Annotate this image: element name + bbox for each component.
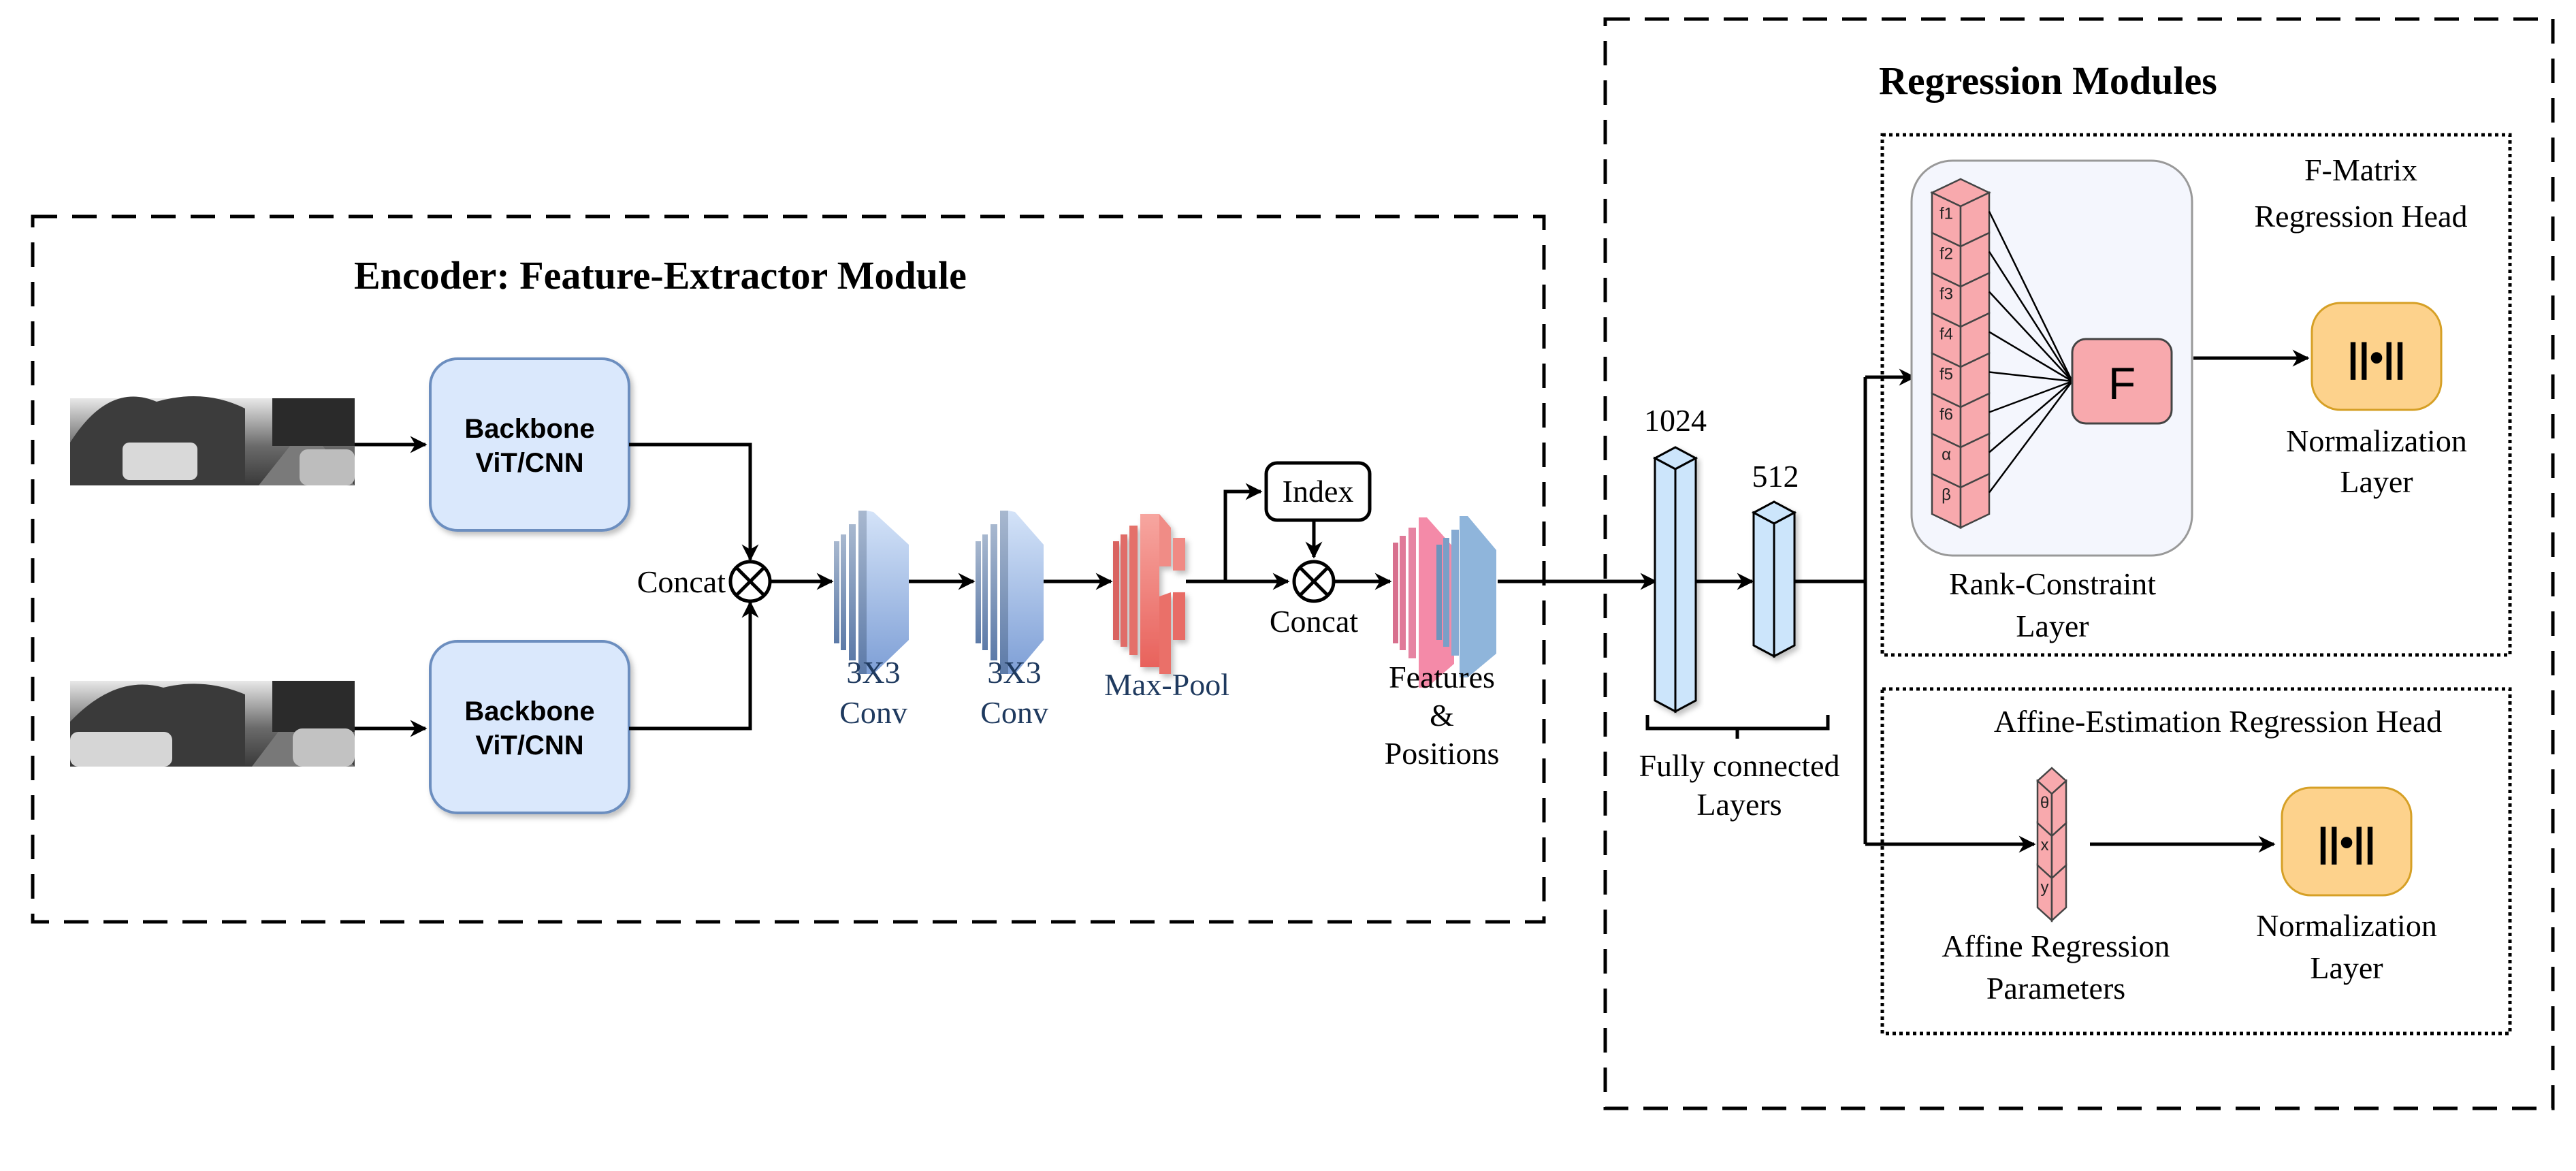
concat-2-label: Concat <box>1270 604 1359 639</box>
backbone-block-1: Backbone ViT/CNN <box>429 357 630 532</box>
features-label-line2: & <box>1430 698 1454 733</box>
fc-1024-label: 1024 <box>1644 403 1707 438</box>
affine-title: Affine-Estimation Regression Head <box>1994 704 2442 739</box>
index-box <box>1264 461 1372 522</box>
index-label: Index <box>1283 474 1354 509</box>
input-image-frame-1 <box>70 396 355 485</box>
param-cell: f4 <box>1931 312 1991 368</box>
fmatrix-param-stack: f1 f2 f3 f4 f5 f6 α β <box>1930 178 1991 529</box>
param-cell: x <box>2036 821 2067 880</box>
conv-block-2 <box>976 511 1044 674</box>
param-label: β <box>1942 486 1951 504</box>
param-label: f2 <box>1939 245 1953 263</box>
param-cell: θ <box>2036 779 2067 838</box>
param-cell: β <box>1931 472 1991 529</box>
fmatrix-title-line2: Regression Head <box>2255 199 2468 234</box>
norm-1-caption-line2: Layer <box>2340 464 2413 499</box>
param-label: f1 <box>1939 205 1953 223</box>
arrow-backbone2-to-concat <box>629 600 759 731</box>
fan-line <box>1989 371 2073 383</box>
fc-caption-line2: Layers <box>1696 787 1782 822</box>
param-cell: f2 <box>1931 231 1991 288</box>
encoder-dashed-border <box>31 214 1546 924</box>
norm-2-caption-line2: Layer <box>2310 950 2383 985</box>
affine-param-stack: θ x y <box>2036 767 2067 923</box>
affine-regression-head: Affine-Estimation Regression Head θ x y ||… <box>1880 687 2512 1036</box>
conv-1-label-line2: Conv <box>839 695 907 730</box>
affine-dotted-border <box>1880 687 2512 1036</box>
param-label: f3 <box>1939 285 1953 304</box>
fc-layer-1024 <box>1652 446 1698 713</box>
param-label: f6 <box>1939 406 1953 424</box>
affine-caption-line2: Parameters <box>1986 971 2125 1006</box>
fmatrix-title-line1: F-Matrix <box>2304 153 2417 187</box>
regression-modules: Regression Modules F-Matrix Regression H… <box>1603 17 2555 1110</box>
regression-title: Regression Modules <box>1879 59 2217 103</box>
param-label: y <box>2041 878 2049 897</box>
param-cell: f5 <box>1931 352 1991 408</box>
concat-1-label: Concat <box>637 564 726 599</box>
fmatrix-regression-head: F-Matrix Regression Head f1f2f3f4f5f6αβ … <box>1880 133 2512 657</box>
affine-caption-line1: Affine Regression <box>1942 929 2170 963</box>
conv-2-label-line2: Conv <box>980 695 1048 730</box>
encoder-title: Encoder: Feature-Extractor Module <box>354 253 967 298</box>
backbone-2-line2: ViT/CNN <box>475 731 583 760</box>
backbone-block-2: Backbone ViT/CNN <box>429 640 630 814</box>
fc-512-label: 512 <box>1752 459 1799 494</box>
fmatrix-dotted-border <box>1880 133 2512 657</box>
backbone-2-line1: Backbone <box>464 696 594 726</box>
param-label: α <box>1942 446 1951 464</box>
maxpool-label: Max-Pool <box>1104 667 1229 702</box>
concat-operator-1 <box>728 560 772 603</box>
fc-layer-512 <box>1751 500 1797 658</box>
features-positions-block <box>1393 516 1496 688</box>
maxpool-block <box>1113 514 1185 674</box>
norm-icon: ||•|| <box>2347 336 2405 380</box>
features-label-line3: Positions <box>1385 736 1500 771</box>
input-image-frame-2 <box>70 681 355 767</box>
param-label: x <box>2041 836 2049 854</box>
param-cell: f1 <box>1931 191 1991 248</box>
fan-line <box>1988 381 2074 494</box>
conv-2-label-line1: 3X3 <box>987 655 1041 690</box>
fan-line <box>1988 251 2074 382</box>
fc-caption-line1: Fully connected <box>1639 748 1839 783</box>
features-label-line1: Features <box>1389 660 1495 694</box>
conv-1-label-line1: 3X3 <box>846 655 900 690</box>
fan-line <box>1989 331 2073 383</box>
backbone-1-line2: ViT/CNN <box>475 448 583 478</box>
param-label: f4 <box>1939 325 1953 344</box>
rank-caption-line1: Rank-Constraint <box>1949 566 2156 601</box>
param-label: f5 <box>1939 366 1953 384</box>
normalization-box-2 <box>2281 786 2413 897</box>
rank-caption-line2: Layer <box>2016 609 2089 643</box>
encoder-module: Encoder: Feature-Extractor Module Backbo… <box>31 214 1546 924</box>
conv-block-1 <box>834 511 909 674</box>
norm-2-caption-line1: Normalization <box>2256 908 2437 943</box>
fmatrix-fan-lines <box>1988 210 2074 494</box>
param-cell: α <box>1931 432 1991 489</box>
f-matrix-label: F <box>2108 358 2136 408</box>
arrow-backbone1-to-concat <box>629 443 759 562</box>
param-cell: y <box>2036 863 2067 923</box>
cross-icon <box>1299 566 1329 596</box>
normalization-box-1 <box>2311 302 2443 411</box>
cross-icon <box>735 566 765 596</box>
param-cell: f6 <box>1931 392 1991 449</box>
arrow-maxpool-to-index <box>1223 483 1263 581</box>
concat-operator-2 <box>1292 560 1336 603</box>
norm-1-caption-line1: Normalization <box>2286 423 2467 458</box>
f-matrix-box <box>2071 338 2173 425</box>
fan-line <box>1989 291 2073 382</box>
norm-icon: ||•|| <box>2317 820 2375 865</box>
backbone-1-line1: Backbone <box>464 414 594 444</box>
param-label: θ <box>2040 794 2049 812</box>
regression-dashed-border <box>1603 17 2555 1110</box>
fan-line <box>1989 380 2073 413</box>
param-cell: f3 <box>1931 272 1991 328</box>
fan-line <box>1988 210 2074 382</box>
fc-bracket <box>1645 715 1830 739</box>
fan-line <box>1989 381 2073 453</box>
